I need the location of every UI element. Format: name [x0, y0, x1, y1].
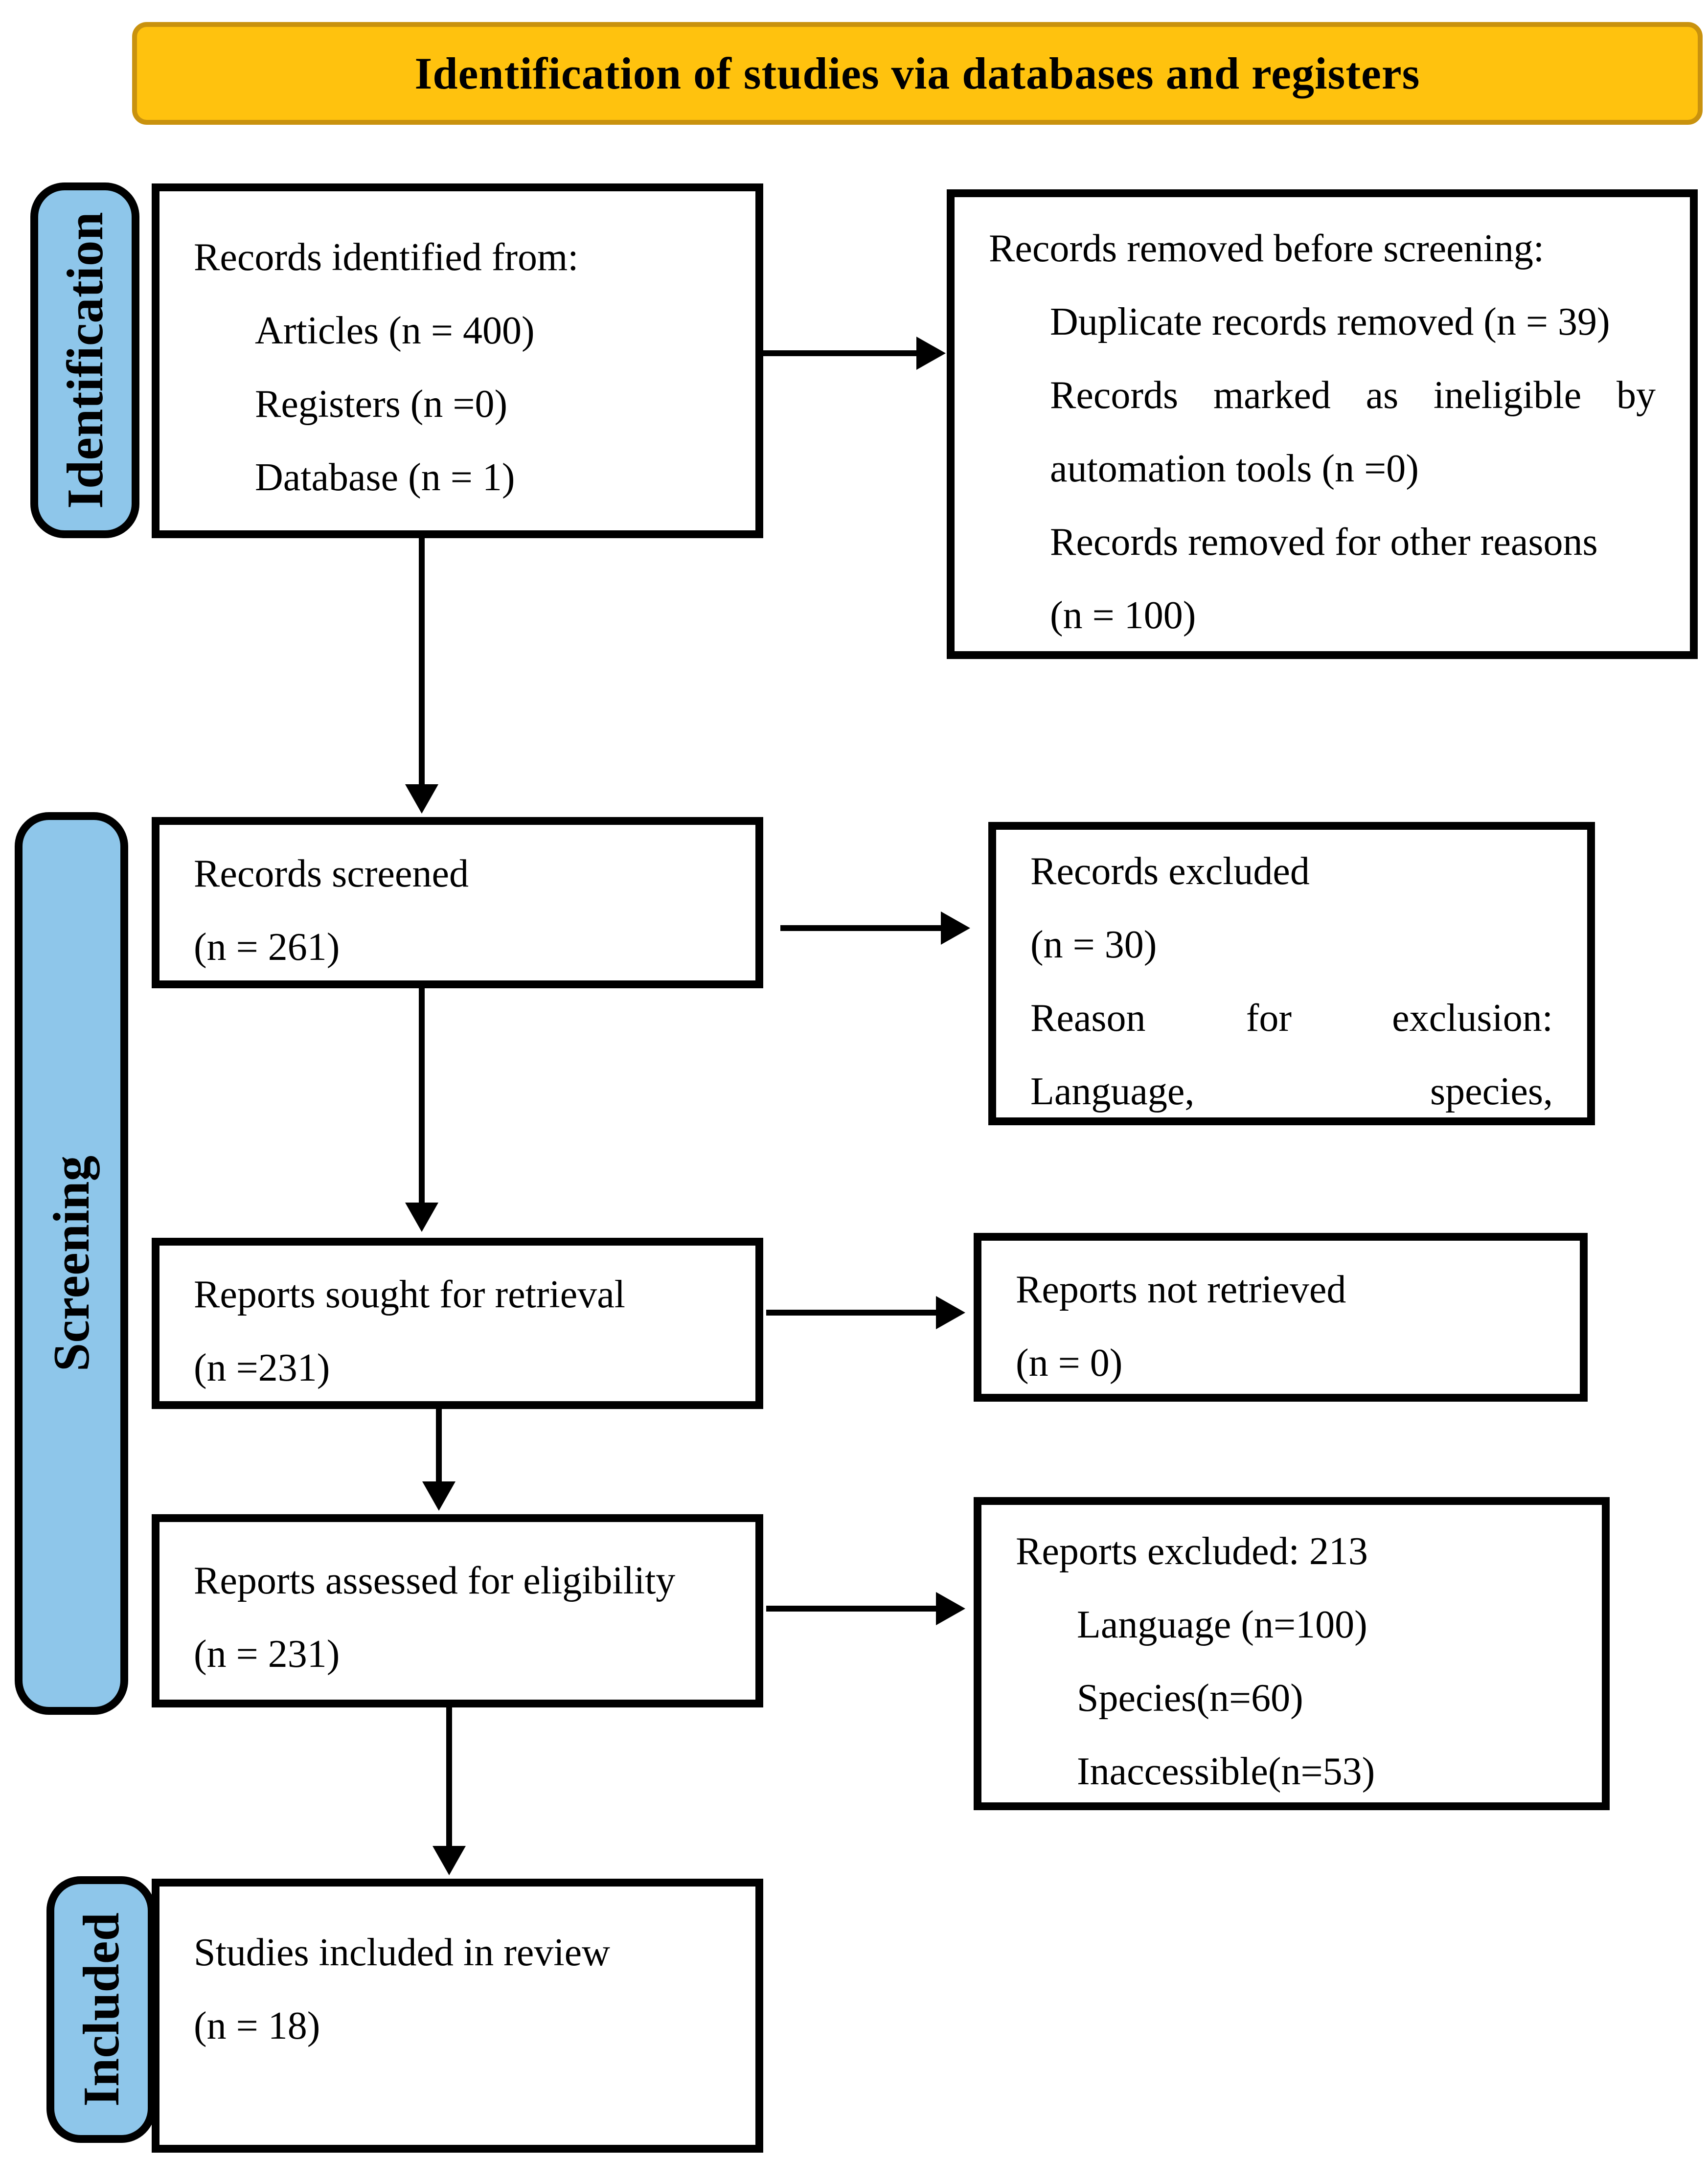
- records-excluded-heading: Records excluded: [1030, 850, 1310, 893]
- arrow-identified-to-screened: [405, 538, 438, 814]
- records-excluded-reason: Reason for exclusion:: [1030, 997, 1553, 1040]
- reports-not-retrieved-heading: Reports not retrieved: [1016, 1268, 1346, 1311]
- reports-sought-heading: Reports sought for retrieval: [194, 1273, 625, 1316]
- records-excluded-reason-list: Language, species,: [1030, 1070, 1553, 1113]
- reports-not-retrieved-count: (n = 0): [1016, 1341, 1123, 1385]
- box-reports-sought: Reports sought for retrieval (n =231): [152, 1238, 763, 1409]
- records-identified-database: Database (n = 1): [255, 456, 515, 499]
- records-removed-automation: automation tools (n =0): [1050, 447, 1419, 490]
- box-records-excluded: Records excluded (n = 30) Reason for exc…: [988, 822, 1595, 1125]
- arrow-screened-to-excluded: [780, 911, 970, 945]
- studies-included-heading: Studies included in review: [194, 1931, 610, 1974]
- reports-excluded-language: Language (n=100): [1077, 1603, 1367, 1646]
- records-screened-heading: Records screened: [194, 852, 469, 895]
- box-reports-assessed: Reports assessed for eligibility (n = 23…: [152, 1514, 763, 1707]
- stage-label-screening: Screening: [15, 812, 128, 1715]
- reports-assessed-count: (n = 231): [194, 1633, 340, 1676]
- reports-sought-count: (n =231): [194, 1346, 330, 1389]
- diagram-title: Identification of studies via databases …: [414, 48, 1420, 98]
- arrow-sought-to-not-retrieved: [766, 1296, 965, 1329]
- records-removed-other-count: (n = 100): [1050, 594, 1196, 637]
- stage-label-included: Included: [46, 1876, 156, 2143]
- box-records-removed: Records removed before screening: Duplic…: [947, 189, 1698, 659]
- reports-assessed-heading: Reports assessed for eligibility: [194, 1559, 676, 1602]
- records-removed-duplicates: Duplicate records removed (n = 39): [1050, 300, 1610, 343]
- title-banner: Identification of studies via databases …: [132, 22, 1703, 125]
- reports-excluded-heading: Reports excluded: 213: [1016, 1530, 1368, 1573]
- studies-included-count: (n = 18): [194, 2004, 320, 2047]
- arrow-assessed-to-included: [433, 1707, 466, 1875]
- arrow-sought-to-assessed: [422, 1409, 455, 1511]
- records-removed-ineligible: Records marked as ineligible by: [1050, 374, 1656, 417]
- records-removed-other-reasons: Records removed for other reasons: [1050, 521, 1598, 564]
- box-studies-included: Studies included in review (n = 18): [152, 1879, 763, 2153]
- arrow-screened-to-sought: [405, 988, 438, 1232]
- arrow-assessed-to-reports-excluded: [766, 1592, 965, 1625]
- stage-label-identification: Identification: [30, 182, 139, 538]
- box-reports-excluded: Reports excluded: 213 Language (n=100) S…: [974, 1497, 1610, 1810]
- reports-excluded-species: Species(n=60): [1077, 1677, 1303, 1720]
- stage-label-included-text: Included: [72, 1912, 130, 2107]
- box-records-screened: Records screened (n = 261): [152, 817, 763, 988]
- arrow-identified-to-removed: [763, 337, 946, 370]
- reports-excluded-inaccessible: Inaccessible(n=53): [1077, 1750, 1375, 1793]
- stage-label-identification-text: Identification: [56, 212, 114, 509]
- records-excluded-count: (n = 30): [1030, 923, 1157, 966]
- records-identified-heading: Records identified from:: [194, 236, 579, 279]
- records-screened-count: (n = 261): [194, 926, 340, 969]
- records-removed-heading: Records removed before screening:: [989, 227, 1545, 270]
- stage-label-screening-text: Screening: [43, 1155, 100, 1372]
- records-identified-articles: Articles (n = 400): [255, 309, 535, 352]
- box-records-identified: Records identified from: Articles (n = 4…: [152, 183, 763, 538]
- box-reports-not-retrieved: Reports not retrieved (n = 0): [974, 1233, 1588, 1402]
- records-identified-registers: Registers (n =0): [255, 383, 508, 426]
